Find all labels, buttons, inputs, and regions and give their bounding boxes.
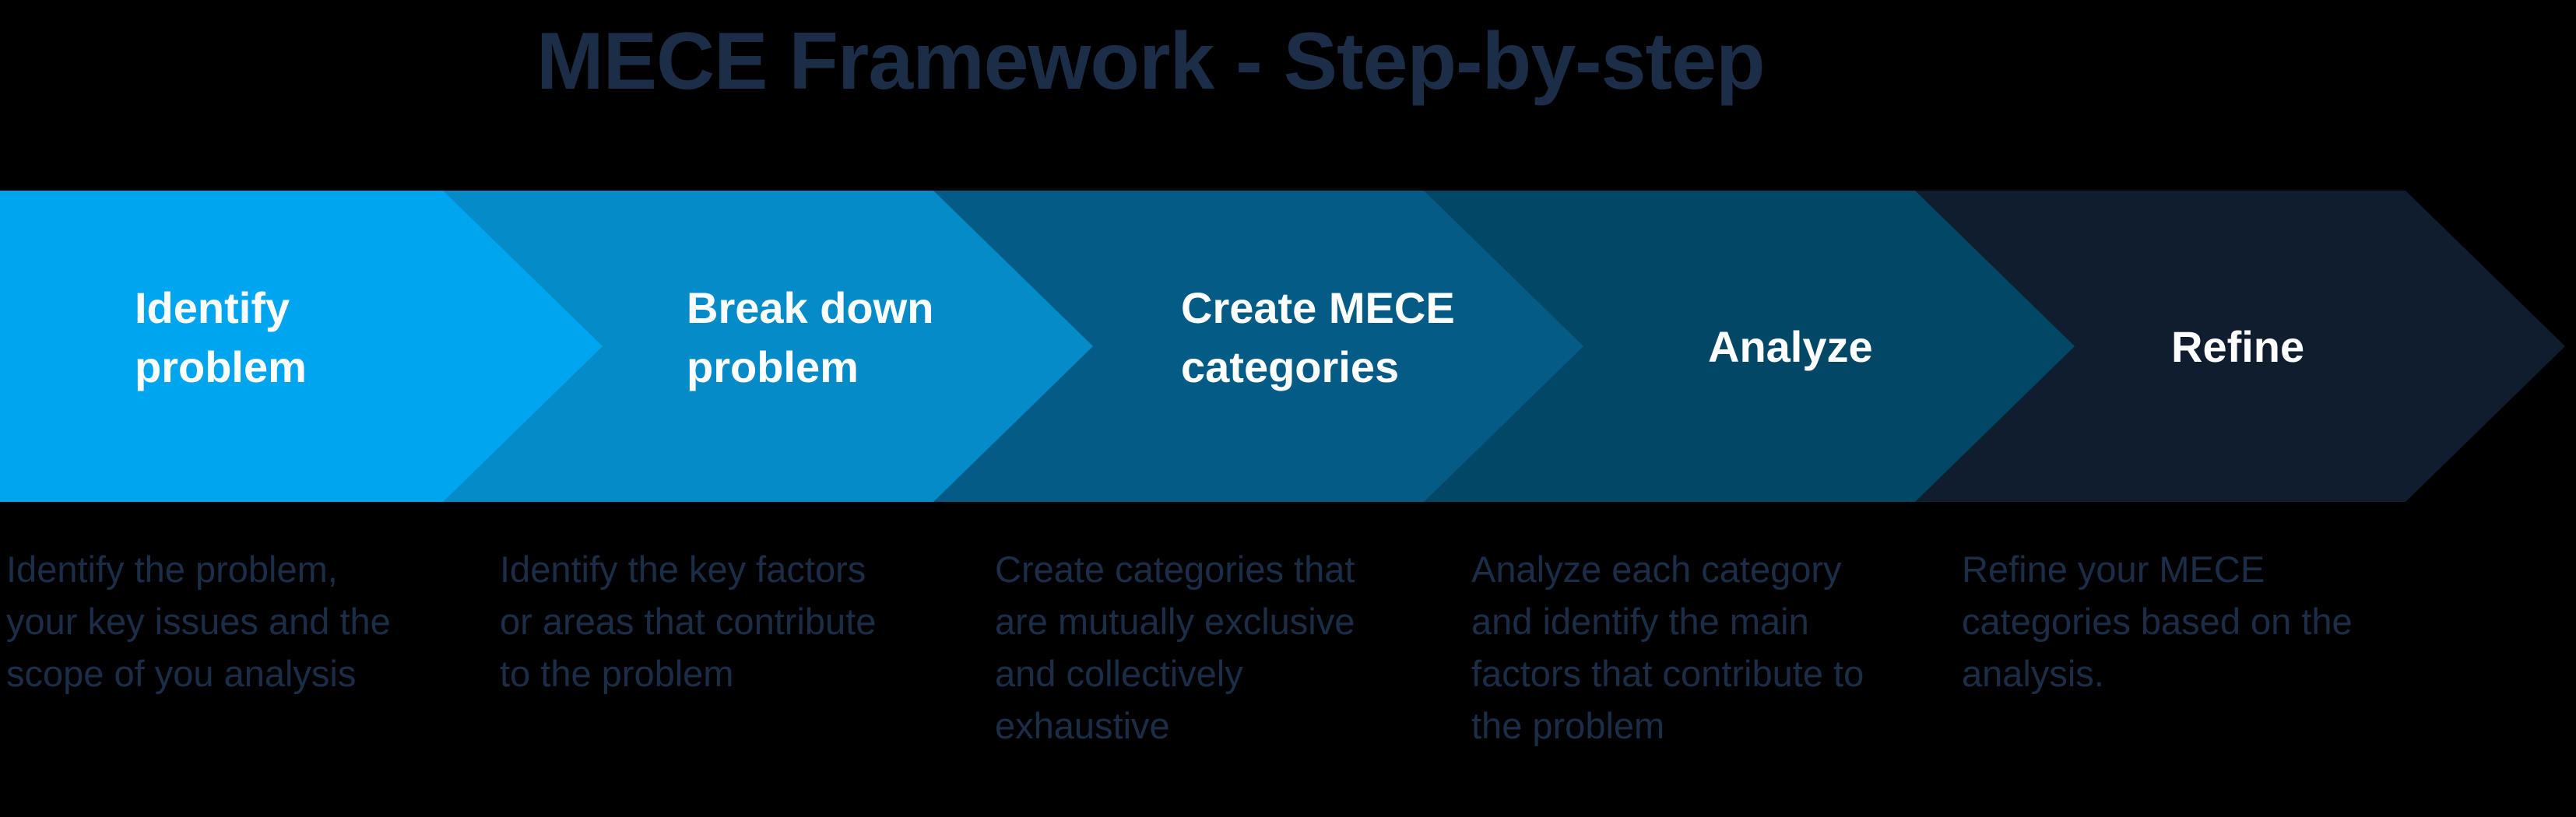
step-description: Create categories that are mutually excl… [995, 549, 1355, 746]
step-label-analyze: Analyze [1708, 322, 1873, 371]
step-label-break-down-problem: Break down problem [687, 283, 934, 391]
step-label-create-mece-categories: Create MECE categories [1181, 283, 1455, 391]
process-arrow-band: Identify problem Break down problem Crea… [0, 191, 2576, 502]
step-label-refine: Refine [2171, 322, 2305, 371]
step-label-identify-problem: Identify problem [135, 283, 307, 391]
step-description: Identify the problem, your key issues an… [6, 549, 391, 694]
step-description: Identify the key factors or areas that c… [500, 549, 877, 694]
step-description: Analyze each category and identify the m… [1471, 549, 1864, 746]
step-description: Refine your MECE categories based on the… [1962, 549, 2353, 694]
page-title: MECE Framework - Step-by-step [536, 16, 1766, 107]
